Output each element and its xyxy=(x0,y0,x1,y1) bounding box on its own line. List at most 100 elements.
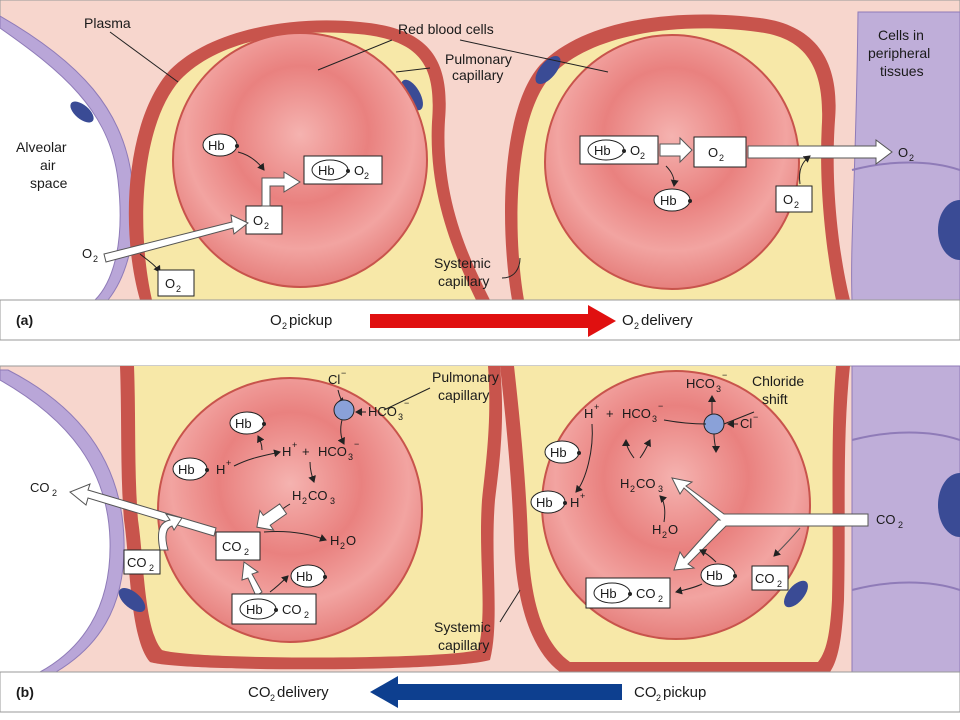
o2-delivery-label: O 2 delivery xyxy=(622,312,693,331)
svg-text:2: 2 xyxy=(777,579,782,589)
reaction-arrow xyxy=(799,155,811,185)
svg-text:O: O xyxy=(253,213,263,228)
hydrogen-ion-bicarbonate: H + + HCO 3 − xyxy=(584,401,663,424)
leader-line xyxy=(459,39,609,73)
dissolved-oxygen-box: O 2 xyxy=(775,185,813,213)
svg-text:H: H xyxy=(282,444,291,459)
svg-text:Cl: Cl xyxy=(740,416,752,431)
svg-text:CO: CO xyxy=(282,602,302,617)
svg-text:Cl: Cl xyxy=(328,372,340,387)
cells-in-peripheral-tissues-label: peripheral xyxy=(868,45,930,61)
svg-text:CO: CO xyxy=(634,684,657,701)
svg-text:−: − xyxy=(404,398,409,408)
svg-text:O: O xyxy=(346,533,356,548)
svg-text:HCO: HCO xyxy=(622,406,651,421)
svg-text:H: H xyxy=(216,462,225,477)
svg-text:O: O xyxy=(270,312,282,329)
svg-text:pickup: pickup xyxy=(289,312,332,329)
svg-text:2: 2 xyxy=(898,520,903,530)
reaction-arrow xyxy=(639,439,651,459)
svg-text:Hb: Hb xyxy=(178,462,195,477)
alveolar-air-space xyxy=(0,28,121,300)
bicarbonate-ion: HCO 3 − xyxy=(686,370,727,394)
svg-text:HCO: HCO xyxy=(368,404,397,419)
co2-pickup-label: CO 2 pickup xyxy=(634,684,706,703)
hemoglobin: Hb xyxy=(544,440,581,464)
svg-text:Hb: Hb xyxy=(536,495,553,510)
hemoglobin: Hb xyxy=(290,564,327,588)
reaction-arrow xyxy=(659,495,668,523)
svg-text:2: 2 xyxy=(719,153,724,163)
co2-label: CO 2 xyxy=(876,512,903,530)
svg-text:CO: CO xyxy=(127,555,147,570)
co2-exhale-arrow xyxy=(69,483,217,537)
svg-text:2: 2 xyxy=(656,693,661,703)
nucleus xyxy=(938,473,960,537)
svg-text:H: H xyxy=(570,495,579,510)
svg-text:CO: CO xyxy=(755,571,775,586)
svg-text:Hb: Hb xyxy=(235,416,252,431)
svg-text:2: 2 xyxy=(244,547,249,557)
svg-text:2: 2 xyxy=(302,496,307,506)
svg-text:CO: CO xyxy=(308,488,328,503)
svg-text:CO: CO xyxy=(222,539,242,554)
svg-text:Hb: Hb xyxy=(594,143,611,158)
oxygen-diffusion-arrow xyxy=(103,214,249,263)
svg-text:3: 3 xyxy=(658,484,663,494)
pulmonary-capillary-label: Pulmonary xyxy=(432,369,499,385)
chloride-ion: Cl − xyxy=(740,412,758,431)
chloride-ion: Cl − xyxy=(328,368,346,387)
svg-text:2: 2 xyxy=(176,284,181,294)
hemoglobin: Hb xyxy=(653,188,692,212)
dissolved-co2-box: CO 2 xyxy=(123,549,161,575)
co2-formation-arrow xyxy=(256,503,288,531)
svg-text:3: 3 xyxy=(330,496,335,506)
carbaminohemoglobin-box: Hb CO 2 xyxy=(231,593,317,625)
svg-text:HCO: HCO xyxy=(686,376,715,391)
reaction-arrow xyxy=(665,165,679,187)
oxygen-box: O 2 xyxy=(245,205,283,235)
plasma-label: Plasma xyxy=(84,15,131,31)
svg-text:O: O xyxy=(165,276,175,291)
dissolved-co2-box: CO 2 xyxy=(751,565,789,591)
water: H 2 O xyxy=(652,522,678,540)
oxygen-label: O xyxy=(898,145,908,160)
svg-text:O: O xyxy=(783,192,793,207)
leader-line xyxy=(499,589,521,623)
cell-border xyxy=(851,161,960,171)
red-blood-cell xyxy=(541,370,811,640)
svg-text:2: 2 xyxy=(52,488,57,498)
co2-release-arrow xyxy=(241,561,263,597)
svg-text:+: + xyxy=(302,444,310,459)
svg-text:H: H xyxy=(620,476,629,491)
alveolar-air-space-label: air xyxy=(40,157,56,173)
nucleus xyxy=(938,200,960,260)
reaction-arrow xyxy=(308,461,316,483)
panel-a-letter: (a) xyxy=(16,312,33,328)
bicarbonate-chloride-exchanger xyxy=(703,413,725,435)
leader-line xyxy=(395,67,431,73)
oxygen-box: O 2 xyxy=(693,136,747,168)
hemoglobin: Hb xyxy=(202,133,239,157)
alveolar-air-space-label: space xyxy=(30,175,68,191)
reaction-arrow xyxy=(263,531,327,542)
svg-text:H: H xyxy=(292,488,301,503)
svg-text:CO: CO xyxy=(636,476,656,491)
reaction-arrow xyxy=(257,435,265,451)
oxygen-label: O xyxy=(82,246,92,261)
svg-text:2: 2 xyxy=(794,200,799,210)
oxygen-label: 2 xyxy=(909,153,914,163)
svg-text:Hb: Hb xyxy=(246,602,263,617)
svg-text:Hb: Hb xyxy=(318,163,335,178)
svg-text:2: 2 xyxy=(662,530,667,540)
svg-text:O: O xyxy=(708,145,718,160)
svg-text:CO: CO xyxy=(636,586,656,601)
svg-text:2: 2 xyxy=(340,541,345,551)
cells-in-peripheral-tissues-label: Cells in xyxy=(878,27,924,43)
systemic-capillary-label: Systemic xyxy=(434,255,491,271)
svg-text:Hb: Hb xyxy=(550,445,567,460)
hemoglobin: Hb xyxy=(700,563,737,587)
alveolar-air-space-label: Alveolar xyxy=(16,139,67,155)
reaction-arrow xyxy=(269,575,289,593)
oxygen-binding-arrow xyxy=(261,171,301,207)
